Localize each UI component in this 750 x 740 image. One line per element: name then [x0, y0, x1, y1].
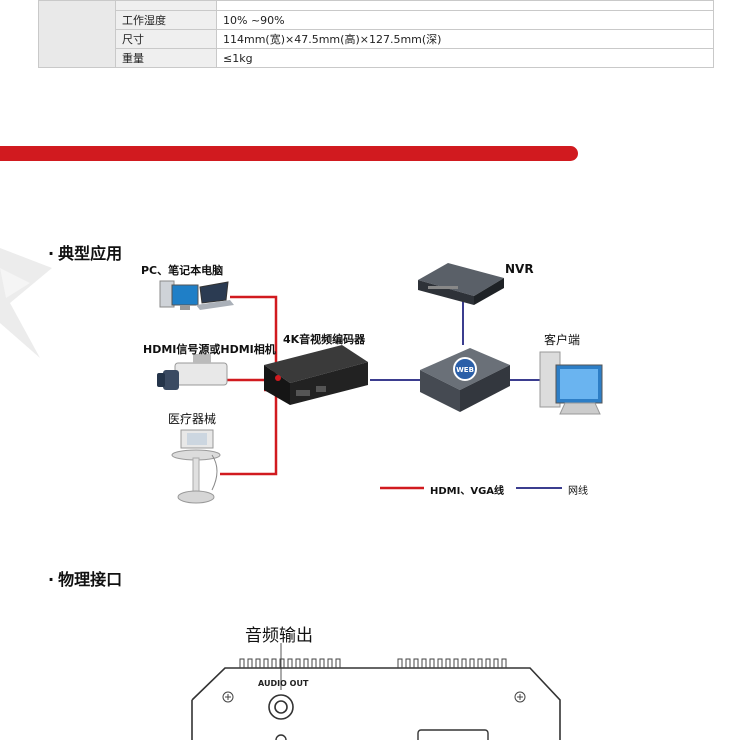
- label-nvr: NVR: [505, 262, 534, 276]
- label-hdmi-source: HDMI信号源或HDMI相机: [143, 343, 276, 356]
- bullet: ·: [48, 570, 55, 589]
- spec-row: 重量 ≤1kg: [39, 48, 714, 68]
- medical-connection-line: [220, 388, 278, 476]
- physical-interfaces-title: 物理接口: [58, 570, 123, 589]
- legend-network-label: 网线: [568, 486, 588, 497]
- label-pc-laptop: PC、笔记本电脑: [141, 264, 224, 277]
- client-pc-icon: [539, 351, 603, 415]
- medical-device-icon: [171, 429, 221, 504]
- nvr-device-icon: [418, 263, 504, 305]
- watermark-graphic: [0, 248, 52, 358]
- spec-row: [38, 0, 714, 68]
- device-rear-panel: [191, 643, 561, 740]
- web-server-icon: [420, 348, 510, 412]
- bullet: ·: [48, 244, 55, 263]
- spec-value: 114mm(宽)×47.5mm(高)×127.5mm(深): [216, 29, 714, 49]
- audio-out-callout: 音频输出: [245, 626, 313, 646]
- network-connections: [370, 300, 540, 381]
- legend-hdmi-vga-label: HDMI、VGA线: [430, 486, 505, 497]
- spec-key: 尺寸: [115, 29, 217, 49]
- vent-fins: [239, 658, 507, 668]
- encoder-device-icon: [264, 345, 368, 405]
- label-client: 客户端: [544, 333, 581, 347]
- spec-table: 工作湿度 10% ~90% 尺寸 114mm(宽)×47.5mm(高)×127.…: [38, 0, 714, 68]
- pc-connection-line: [230, 295, 278, 374]
- screw-right: [514, 691, 526, 703]
- spec-value: ≤1kg: [216, 48, 714, 68]
- audio-out-port: [268, 694, 294, 720]
- pc-laptop-icon: [159, 280, 234, 310]
- screw-left: [222, 691, 234, 703]
- vga-port: [417, 729, 489, 740]
- spec-row: 尺寸 114mm(宽)×47.5mm(高)×127.5mm(深): [39, 29, 714, 49]
- label-medical-device: 医疗器械: [168, 412, 217, 426]
- hdmi-camera-icon: [157, 354, 228, 390]
- section-divider-band: [0, 146, 578, 161]
- audio-out-port-label: AUDIO OUT: [258, 679, 309, 688]
- section-title-typical-application: ·典型应用: [48, 240, 122, 264]
- spec-group-cell: [38, 0, 116, 68]
- section-title-physical-interfaces: ·物理接口: [48, 566, 122, 590]
- typical-application-title: 典型应用: [58, 244, 123, 263]
- web-badge-label: WEB: [456, 366, 474, 374]
- label-encoder: 4K音视频编码器: [283, 333, 366, 346]
